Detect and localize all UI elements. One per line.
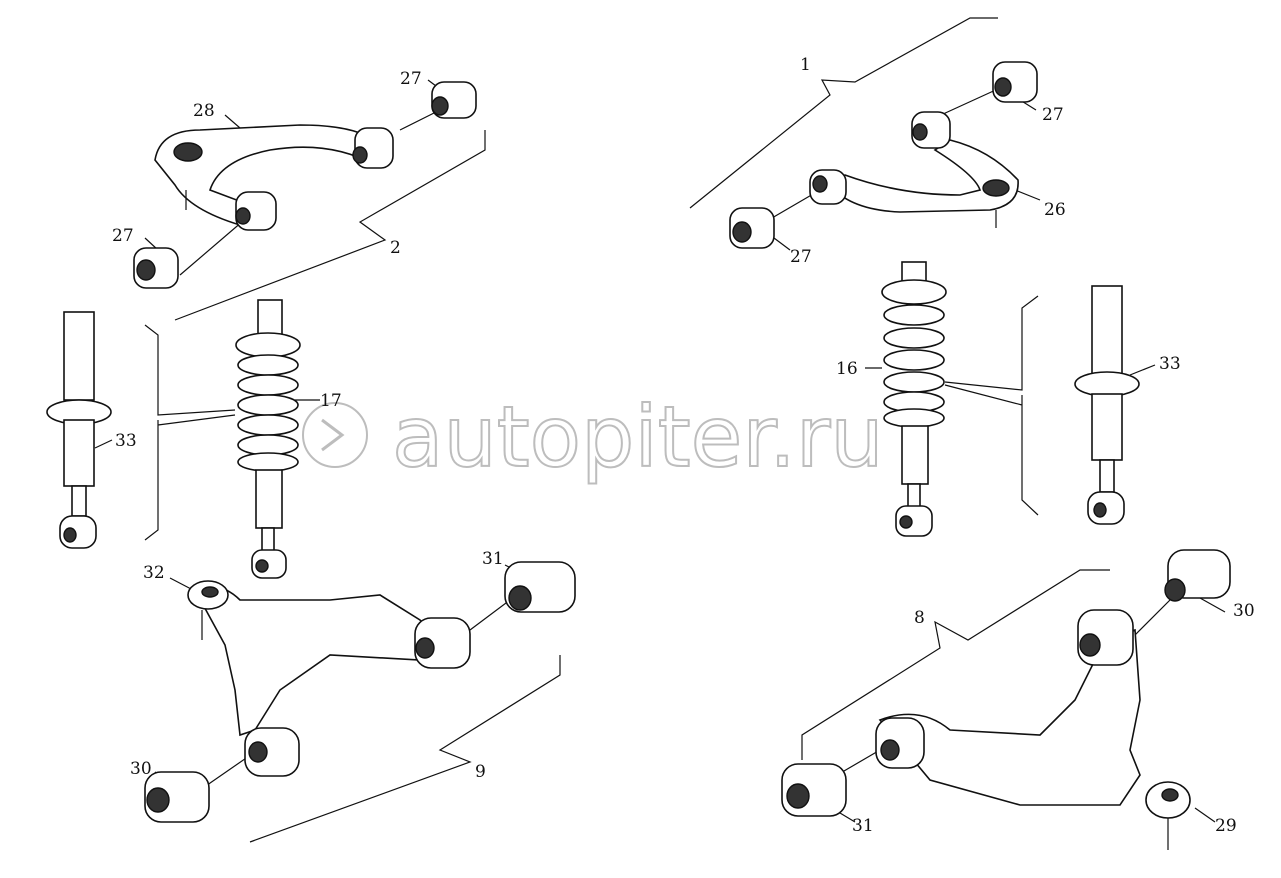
callout-2: 2 xyxy=(390,238,401,258)
callout-27: 27 xyxy=(400,69,422,89)
lower-control-arm-left xyxy=(144,561,576,823)
callout-31: 31 xyxy=(482,549,504,569)
callout-26: 26 xyxy=(1044,200,1066,220)
callout-8: 8 xyxy=(914,608,925,628)
callout-1: 1 xyxy=(800,55,811,75)
callout-33: 33 xyxy=(115,431,137,451)
callout-28: 28 xyxy=(193,101,215,121)
callout-labels: 27 28 27 2 1 27 26 27 16 33 17 33 32 31 … xyxy=(112,55,1255,836)
strut-assembly-16 xyxy=(881,261,947,537)
callout-27: 27 xyxy=(1042,105,1064,125)
callout-31: 31 xyxy=(852,816,874,836)
callout-30: 30 xyxy=(130,759,152,779)
strut-assembly-17 xyxy=(235,299,301,579)
callout-16: 16 xyxy=(836,359,858,379)
callout-27: 27 xyxy=(790,247,812,267)
callout-9: 9 xyxy=(475,762,486,782)
upper-control-arm-right xyxy=(729,61,1038,249)
shock-absorber-right xyxy=(1074,285,1140,525)
watermark-text: autopiter.ru xyxy=(392,388,884,486)
callout-27: 27 xyxy=(112,226,134,246)
shock-absorber-left xyxy=(46,311,112,549)
bushing-27-top-left xyxy=(133,81,477,289)
lower-control-arm-right xyxy=(781,549,1231,850)
callout-30: 30 xyxy=(1233,601,1255,621)
upper-control-arm-left xyxy=(154,124,381,226)
callout-17: 17 xyxy=(320,391,342,411)
watermark-logo: autopiter.ru xyxy=(302,387,885,487)
callout-33: 33 xyxy=(1159,354,1181,374)
callout-29: 29 xyxy=(1215,816,1237,836)
callout-32: 32 xyxy=(143,563,165,583)
